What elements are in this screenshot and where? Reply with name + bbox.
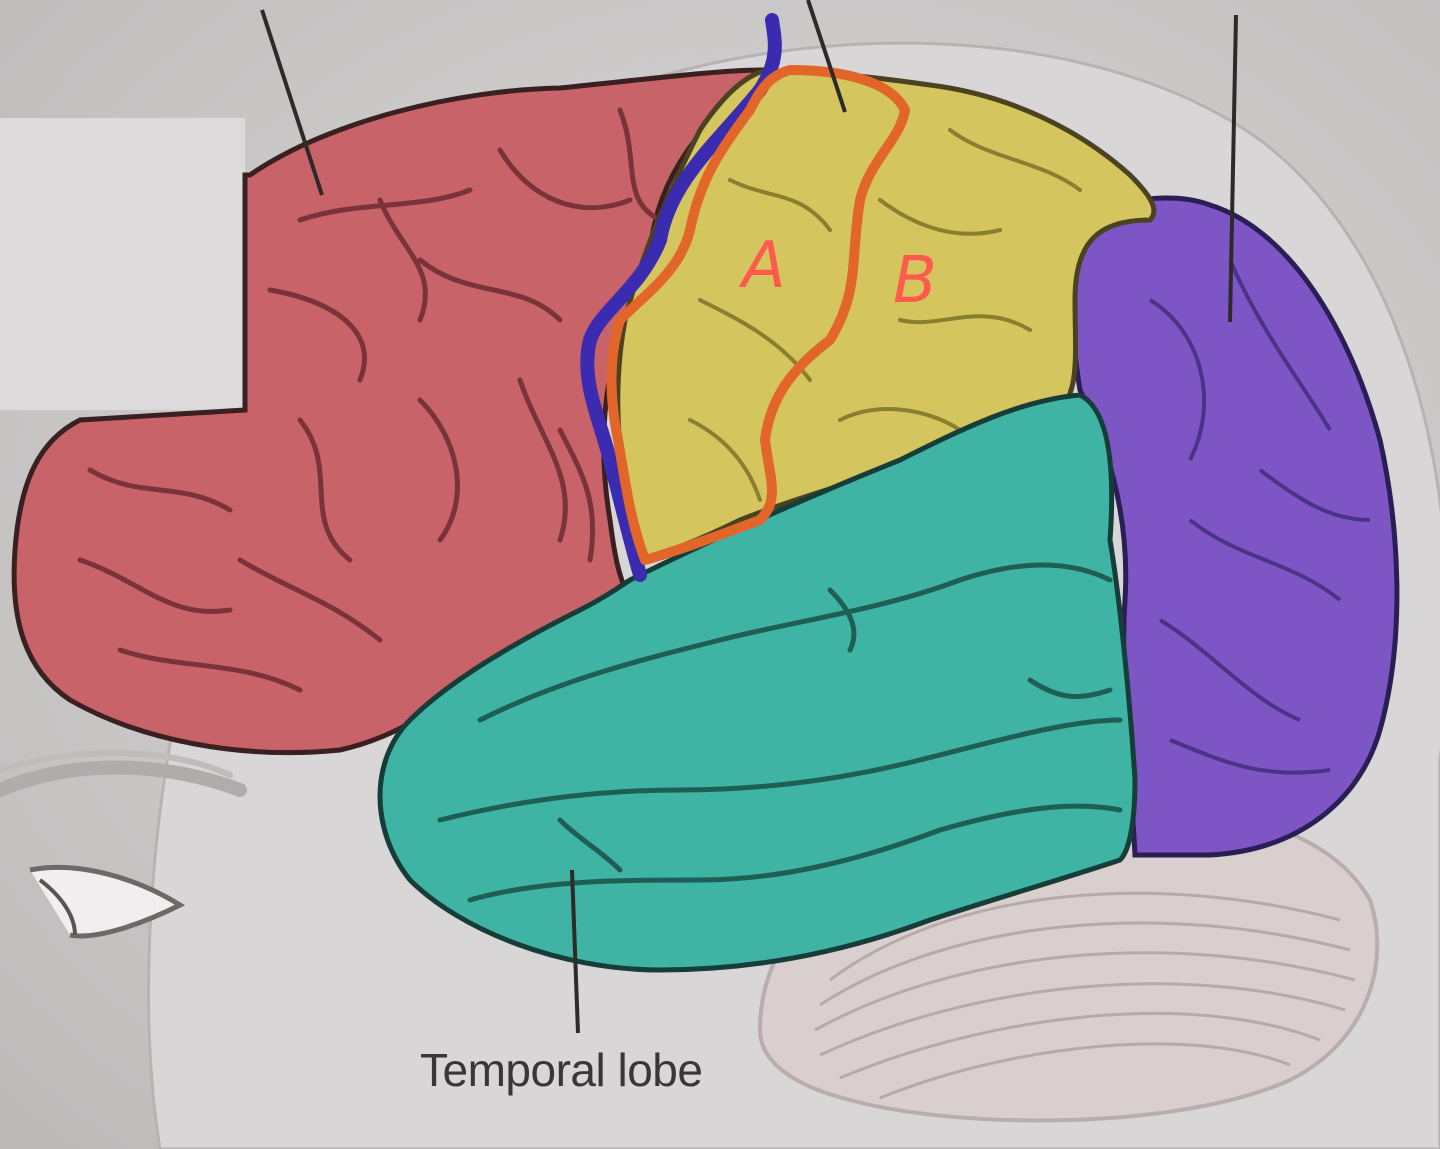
eye: [29, 864, 186, 939]
temporal-gyri: [437, 562, 1123, 903]
eyebrow: [0, 760, 247, 797]
parietal-gyri: [688, 128, 1082, 502]
leader-line-temporal: [570, 869, 580, 1034]
region-b-label: B: [893, 244, 937, 318]
leader-line-parietal: [806, 0, 847, 113]
label-box: [0, 118, 245, 410]
leader-line-occipital: [1228, 14, 1238, 323]
region-a-label: A: [738, 229, 786, 303]
leader-line-frontal: [260, 9, 324, 196]
occipital-gyri: [1148, 259, 1371, 775]
eyebrow-hair: [0, 749, 233, 778]
temporal-lobe-label: Temporal lobe: [420, 1044, 702, 1096]
frontal-gyri: [77, 107, 663, 693]
region-a-outline: [606, 65, 910, 565]
